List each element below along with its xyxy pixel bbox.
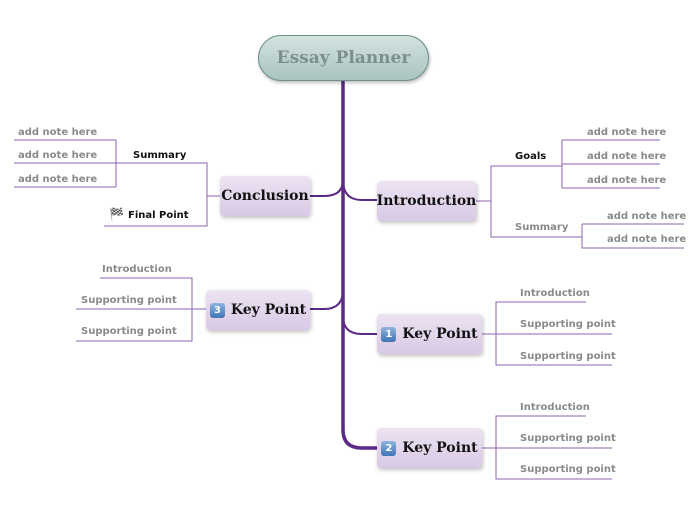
introduction-label: Introduction bbox=[376, 193, 477, 209]
intro-summary-note-1[interactable]: add note here bbox=[607, 211, 687, 222]
kp3-child-2[interactable]: Supporting point bbox=[81, 295, 177, 306]
intro-summary-label[interactable]: Summary bbox=[515, 222, 569, 233]
key-point-3-label: Key Point bbox=[230, 302, 307, 318]
number-2-icon: 2 bbox=[381, 440, 397, 456]
kp1-child-1[interactable]: Introduction bbox=[520, 288, 590, 299]
key-point-1-node[interactable]: 1 Key Point bbox=[377, 314, 482, 354]
kp2-child-3[interactable]: Supporting point bbox=[520, 464, 616, 475]
kp2-child-2[interactable]: Supporting point bbox=[520, 433, 616, 444]
conclusion-note-3[interactable]: add note here bbox=[18, 174, 98, 185]
conclusion-note-1[interactable]: add note here bbox=[18, 127, 98, 138]
goals-note-3[interactable]: add note here bbox=[587, 175, 667, 186]
kp1-child-2[interactable]: Supporting point bbox=[520, 319, 616, 330]
kp3-child-3[interactable]: Supporting point bbox=[81, 326, 177, 337]
number-3-icon: 3 bbox=[209, 302, 225, 318]
checkered-flag-icon: 🏁 bbox=[109, 207, 124, 221]
intro-summary-note-2[interactable]: add note here bbox=[607, 234, 687, 245]
key-point-2-node[interactable]: 2 Key Point bbox=[377, 428, 482, 468]
key-point-2-label: Key Point bbox=[402, 440, 478, 456]
kp3-child-1[interactable]: Introduction bbox=[102, 264, 172, 275]
kp2-child-1[interactable]: Introduction bbox=[520, 402, 590, 413]
final-point-label[interactable]: Final Point bbox=[128, 210, 189, 221]
key-point-1-label: Key Point bbox=[402, 326, 478, 342]
conclusion-label: Conclusion bbox=[221, 188, 309, 204]
key-point-3-node[interactable]: 3 Key Point bbox=[206, 290, 310, 330]
conclusion-node[interactable]: Conclusion bbox=[220, 176, 310, 216]
goals-label[interactable]: Goals bbox=[515, 151, 547, 162]
conclusion-note-2[interactable]: add note here bbox=[18, 150, 98, 161]
root-node[interactable]: Essay Planner bbox=[258, 35, 429, 81]
number-1-icon: 1 bbox=[381, 326, 397, 342]
goals-note-1[interactable]: add note here bbox=[587, 127, 667, 138]
goals-note-2[interactable]: add note here bbox=[587, 151, 667, 162]
introduction-node[interactable]: Introduction bbox=[377, 181, 476, 221]
root-title: Essay Planner bbox=[276, 48, 411, 68]
conclusion-summary-label[interactable]: Summary bbox=[133, 150, 187, 161]
kp1-child-3[interactable]: Supporting point bbox=[520, 351, 616, 362]
